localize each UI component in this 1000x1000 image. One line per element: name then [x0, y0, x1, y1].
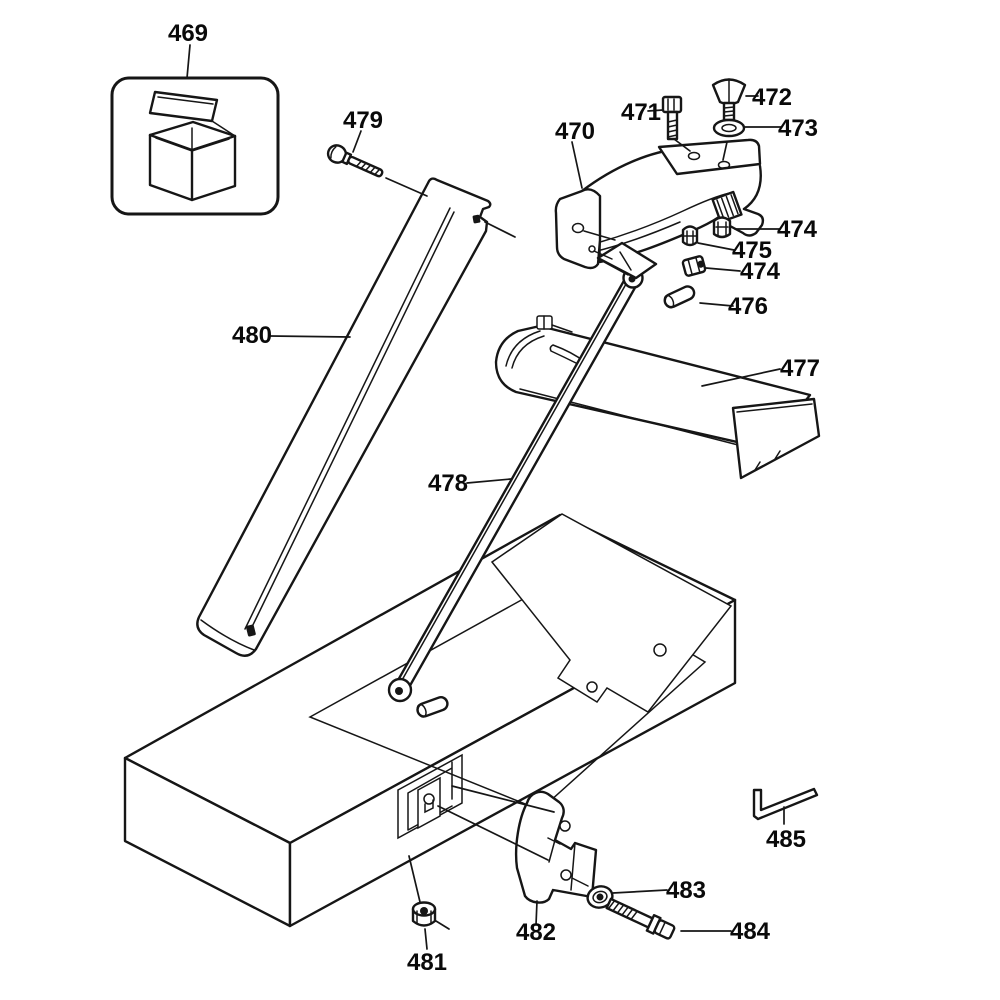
part-481-nut	[411, 901, 437, 927]
cover-lower-bracket	[596, 241, 658, 280]
insert-plate-flange	[731, 397, 821, 480]
part-label-485: 485	[766, 826, 806, 853]
part-482-clamp-bracket	[514, 790, 598, 904]
guard-top-hole	[472, 214, 481, 224]
part-labels: 469 479 470 471 472 473 474 475 474 476 …	[168, 20, 820, 976]
part-label-475: 475	[732, 237, 772, 264]
leader-lines	[186, 44, 785, 950]
part-label-477: 477	[780, 355, 820, 382]
table-mounting-boss	[490, 513, 733, 713]
part-483-washer	[586, 885, 614, 909]
slot-plate	[417, 776, 441, 830]
part-label-480: 480	[232, 322, 272, 349]
part-473-washer	[712, 118, 746, 138]
part-label-471: 471	[621, 99, 661, 126]
part-484-bolt	[605, 897, 676, 940]
box-lid	[148, 90, 219, 123]
guard-tip-hole	[245, 624, 256, 637]
table-base	[123, 513, 737, 928]
part-480-blade-guard	[196, 177, 492, 657]
part-474-hex-nut-lower	[681, 255, 707, 277]
cover-top-plate	[657, 138, 762, 176]
bracket-upper-hole	[559, 820, 571, 832]
cover-left-housing	[554, 188, 602, 270]
part-label-472: 472	[752, 84, 792, 111]
table-panel-outline	[308, 576, 707, 811]
part-label-469: 469	[168, 20, 208, 47]
part-474-cap-nut-upper	[712, 216, 732, 239]
part-label-476: 476	[728, 293, 768, 320]
part-label-481: 481	[407, 949, 447, 976]
part-label-473: 473	[778, 115, 818, 142]
part-469-packaging-box-icon	[110, 76, 280, 216]
part-477-insert-plate	[494, 315, 821, 480]
part-472-knob-screw	[711, 78, 747, 122]
part-479-screw	[326, 144, 384, 178]
part-label-484: 484	[730, 918, 771, 945]
part-label-474-upper: 474	[777, 216, 818, 243]
part-label-474-lower: 474	[740, 258, 781, 285]
cover-pivot-hole	[571, 222, 585, 234]
part-471-socket-bolt	[661, 95, 683, 141]
part-label-479: 479	[343, 107, 383, 134]
part-label-478: 478	[428, 470, 468, 497]
cover-clamp-jaw	[711, 190, 743, 224]
cover-bolt-hole-left	[687, 151, 701, 161]
cover-bolt-hole-right	[717, 160, 731, 170]
part-label-470: 470	[555, 118, 595, 145]
part-485-hex-key	[752, 787, 819, 821]
cover-lower-hole	[588, 245, 596, 253]
part-476-pin-upper	[663, 285, 696, 309]
part-label-483: 483	[666, 877, 706, 904]
part-label-482: 482	[516, 919, 556, 946]
table-front-slot	[397, 753, 463, 840]
part-476-pin-lower	[416, 696, 449, 718]
part-475-nut	[681, 225, 699, 247]
slot-keyhole	[423, 793, 435, 805]
bracket-lower-hole	[560, 869, 572, 881]
